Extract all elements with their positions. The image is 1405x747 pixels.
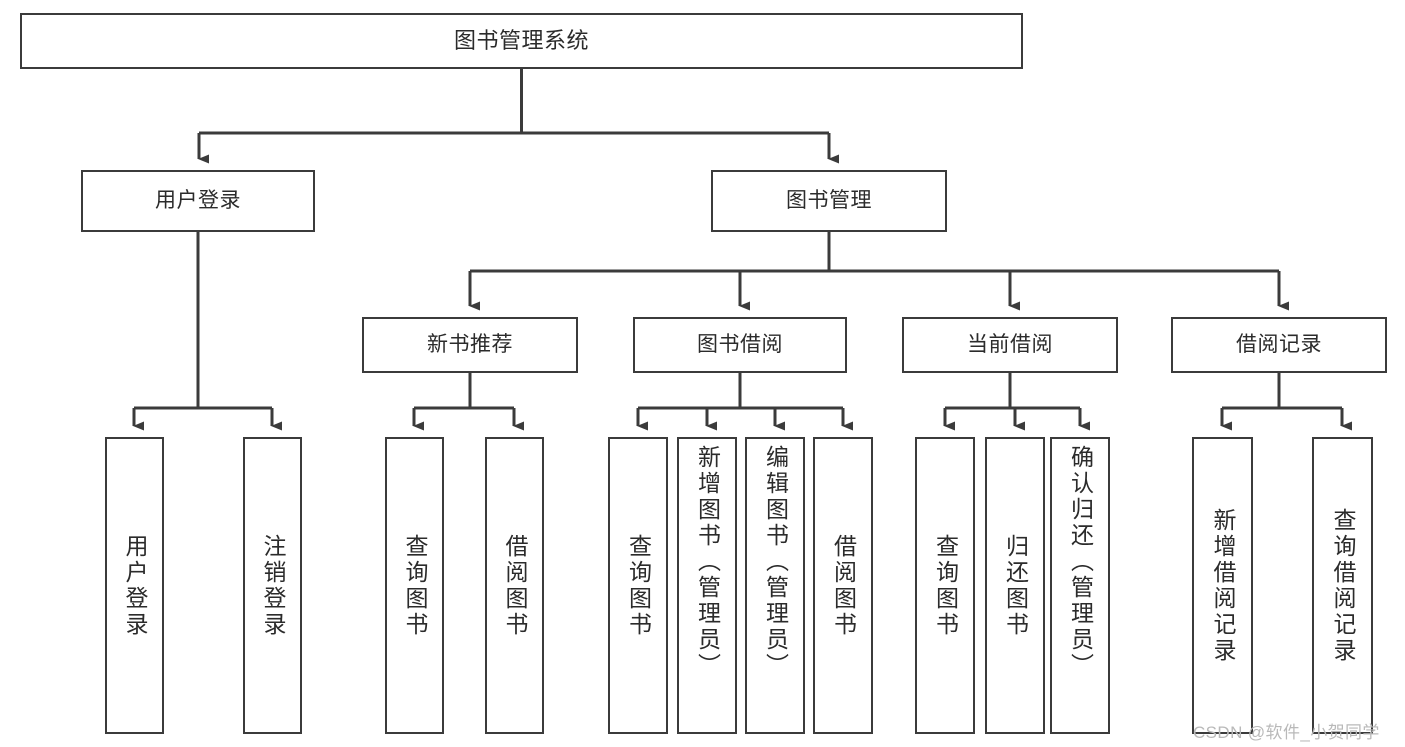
node-user-login[interactable]: 用户登录 xyxy=(81,170,315,232)
node-leaf-query-book-1[interactable]: 查询图书 xyxy=(385,437,444,734)
node-current-borrow[interactable]: 当前借阅 xyxy=(902,317,1118,373)
node-user-login-label: 用户登录 xyxy=(155,188,241,212)
node-leaf-edit-book-label: 编辑图书（管理员） xyxy=(762,445,789,679)
node-book-manage[interactable]: 图书管理 xyxy=(711,170,947,232)
node-leaf-confirm-return-label: 确认归还（管理员） xyxy=(1067,445,1094,679)
watermark: CSDN @软件_小贺同学 xyxy=(1193,723,1380,742)
node-book-borrow-label: 图书借阅 xyxy=(697,332,783,356)
node-leaf-borrow-book-1[interactable]: 借阅图书 xyxy=(485,437,544,734)
node-leaf-logout-label: 注销登录 xyxy=(260,533,286,638)
node-leaf-borrow-book-2[interactable]: 借阅图书 xyxy=(813,437,873,734)
node-leaf-edit-book[interactable]: 编辑图书（管理员） xyxy=(745,437,805,734)
node-root-label: 图书管理系统 xyxy=(453,28,589,54)
node-book-borrow[interactable]: 图书借阅 xyxy=(633,317,847,373)
node-leaf-add-book-label: 新增图书（管理员） xyxy=(694,445,721,679)
node-root[interactable]: 图书管理系统 xyxy=(20,13,1023,69)
node-leaf-query-book-3[interactable]: 查询图书 xyxy=(915,437,975,734)
node-leaf-user-login[interactable]: 用户登录 xyxy=(105,437,164,734)
node-leaf-add-book[interactable]: 新增图书（管理员） xyxy=(677,437,737,734)
node-leaf-borrow-book-1-label: 借阅图书 xyxy=(502,533,528,638)
node-leaf-query-book-3-label: 查询图书 xyxy=(932,533,959,638)
node-leaf-add-record-label: 新增借阅记录 xyxy=(1210,507,1236,664)
node-book-manage-label: 图书管理 xyxy=(786,188,872,212)
node-leaf-add-record[interactable]: 新增借阅记录 xyxy=(1192,437,1253,734)
node-borrow-record-label: 借阅记录 xyxy=(1236,332,1322,356)
node-leaf-return-book[interactable]: 归还图书 xyxy=(985,437,1045,734)
node-leaf-query-record-label: 查询借阅记录 xyxy=(1330,507,1356,664)
node-leaf-return-book-label: 归还图书 xyxy=(1002,533,1029,638)
node-new-book-recommend[interactable]: 新书推荐 xyxy=(362,317,578,373)
node-leaf-query-book-2[interactable]: 查询图书 xyxy=(608,437,668,734)
node-borrow-record[interactable]: 借阅记录 xyxy=(1171,317,1387,373)
node-leaf-query-book-2-label: 查询图书 xyxy=(625,533,652,638)
node-current-borrow-label: 当前借阅 xyxy=(967,332,1053,356)
node-leaf-query-record[interactable]: 查询借阅记录 xyxy=(1312,437,1373,734)
node-new-book-recommend-label: 新书推荐 xyxy=(427,332,513,356)
node-leaf-query-book-1-label: 查询图书 xyxy=(402,533,428,638)
node-leaf-borrow-book-2-label: 借阅图书 xyxy=(830,533,857,638)
node-leaf-user-login-label: 用户登录 xyxy=(122,533,148,638)
node-leaf-confirm-return[interactable]: 确认归还（管理员） xyxy=(1050,437,1110,734)
node-leaf-logout[interactable]: 注销登录 xyxy=(243,437,302,734)
